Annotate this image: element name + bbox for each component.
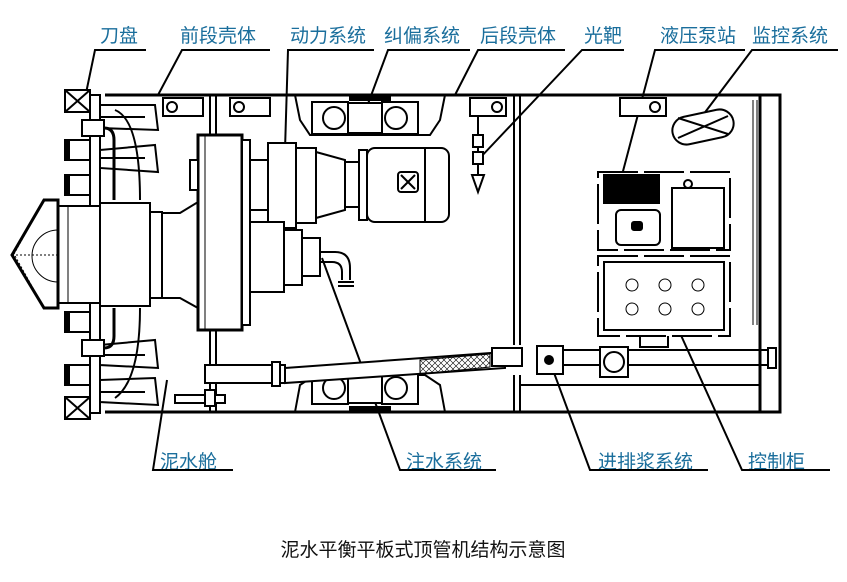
leader-front-shell bbox=[157, 49, 270, 96]
top-labels: 刀盘 前段壳体 动力系统 纠偏系统 后段壳体 光靶 液压泵站 监控系统 bbox=[100, 25, 828, 47]
label-rear-shell: 后段壳体 bbox=[480, 25, 556, 47]
leader-monitoring bbox=[702, 49, 838, 116]
hose-bottom bbox=[103, 308, 116, 350]
diagram-caption: 泥水平衡平板式顶管机结构示意图 bbox=[280, 539, 565, 561]
leader-slurry-feed-discharge bbox=[549, 361, 708, 471]
label-slurry-chamber: 泥水舱 bbox=[160, 451, 217, 473]
label-water-injection-system: 注水系统 bbox=[406, 451, 482, 473]
label-light-target: 光靶 bbox=[584, 25, 622, 47]
bearing-bottom bbox=[81, 339, 105, 357]
leader-hydraulic-pump bbox=[621, 49, 745, 176]
slurry-pipe bbox=[204, 345, 564, 387]
top-brackets bbox=[162, 97, 667, 117]
leader-cutter-head bbox=[84, 49, 146, 99]
label-slurry-feed-discharge-system: 进排浆系统 bbox=[598, 451, 693, 473]
power-unit bbox=[249, 142, 450, 229]
label-hydraulic-pump-station: 液压泵站 bbox=[660, 25, 736, 47]
label-power-system: 动力系统 bbox=[290, 25, 366, 47]
label-cutter-head: 刀盘 bbox=[100, 25, 138, 47]
label-monitoring-system: 监控系统 bbox=[752, 25, 828, 47]
bearing-top bbox=[81, 119, 105, 137]
bottom-leader-lines bbox=[151, 257, 830, 471]
cutter-x-blocks bbox=[64, 89, 91, 420]
monitoring-camera bbox=[671, 108, 735, 146]
machine-body bbox=[10, 89, 782, 420]
deviation-cylinder-top bbox=[294, 94, 446, 136]
gear-flange bbox=[267, 142, 297, 229]
cone-nose bbox=[10, 198, 60, 310]
leader-water-injection bbox=[321, 257, 496, 471]
hose-top bbox=[103, 126, 116, 200]
top-leader-lines bbox=[84, 49, 838, 176]
cutter-teeth bbox=[64, 139, 91, 386]
label-front-shell: 前段壳体 bbox=[180, 25, 256, 47]
label-deviation-correction-system: 纠偏系统 bbox=[384, 25, 460, 47]
label-control-cabinet: 控制柜 bbox=[748, 451, 805, 473]
deviation-cylinder-bottom bbox=[294, 371, 446, 413]
water-injection-pump bbox=[249, 221, 354, 293]
leader-slurry-chamber bbox=[151, 379, 233, 471]
bottom-labels: 泥水舱 注水系统 进排浆系统 控制柜 bbox=[160, 451, 805, 473]
drive-cone bbox=[161, 200, 199, 310]
control-cabinet bbox=[597, 255, 731, 337]
cutter-nose-base bbox=[57, 205, 101, 304]
slurry-valve bbox=[174, 389, 226, 407]
leader-light-target bbox=[477, 49, 624, 161]
main-hub bbox=[99, 202, 151, 307]
rear-end-wall bbox=[758, 93, 782, 414]
leader-control-cabinet bbox=[664, 299, 830, 471]
leader-rear-shell bbox=[454, 49, 565, 96]
leader-power-system bbox=[284, 49, 374, 151]
discharge-pipe bbox=[520, 334, 777, 386]
hydraulic-pump-station bbox=[597, 171, 731, 251]
light-target-device bbox=[470, 116, 486, 196]
